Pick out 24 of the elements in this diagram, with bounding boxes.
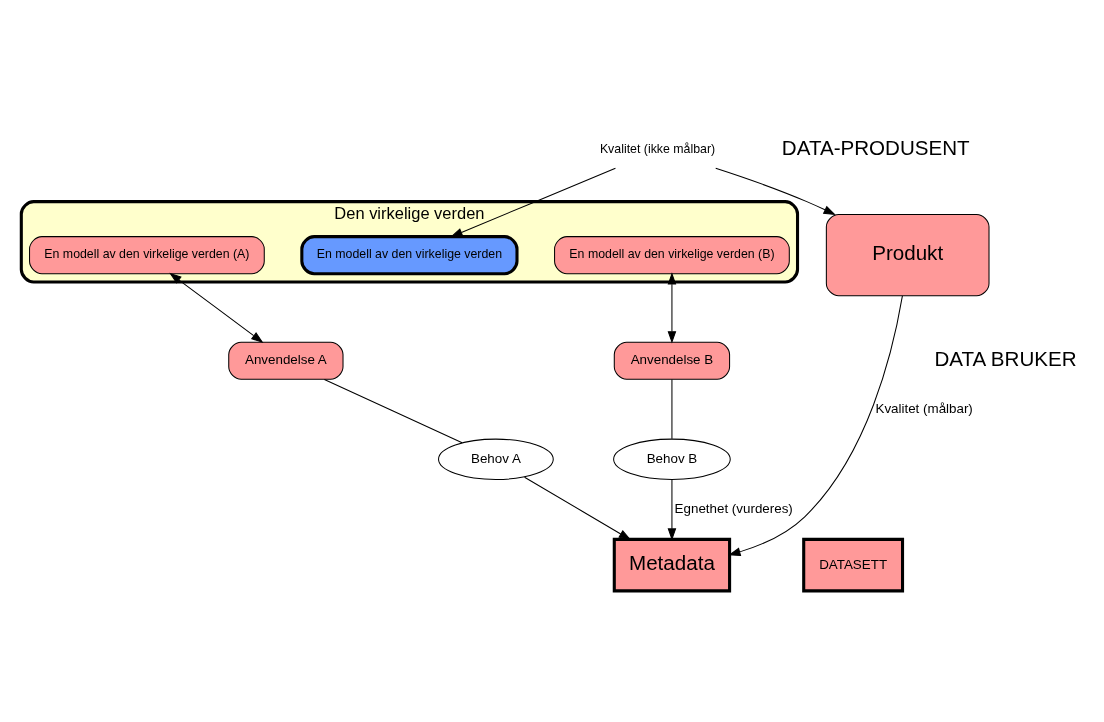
arrow	[667, 272, 677, 344]
node-text: Kvalitet (ikke målbar)	[599, 141, 716, 156]
node-box: En modell av den virkelige verden (B)	[554, 236, 790, 275]
arrow	[169, 272, 264, 343]
node-ellipse: Behov A	[438, 438, 554, 480]
connector	[323, 378, 463, 444]
node-box: Anvendelse A	[228, 341, 344, 380]
arrow	[728, 295, 903, 556]
arrow	[450, 167, 616, 238]
node-box: Produkt	[825, 214, 990, 297]
arrow	[667, 479, 677, 541]
label: DATA BRUKER	[934, 346, 1077, 370]
node-box: Metadata	[612, 537, 732, 593]
label: DATA-PRODUSENT	[781, 135, 970, 159]
arrow	[524, 476, 632, 541]
node-box: Anvendelse B	[613, 341, 731, 380]
node-box: En modell av den virkelige verden (A)	[29, 236, 265, 275]
node-ellipse: Behov B	[613, 438, 731, 480]
node-box: DATASETT	[802, 537, 905, 593]
edge-label: Egnethet (vurderes)	[674, 501, 793, 517]
node-box: En modell av den virkelige verden	[300, 235, 519, 276]
edge-label: Kvalitet (målbar)	[875, 400, 973, 416]
arrow	[715, 167, 836, 216]
connector	[671, 378, 673, 440]
